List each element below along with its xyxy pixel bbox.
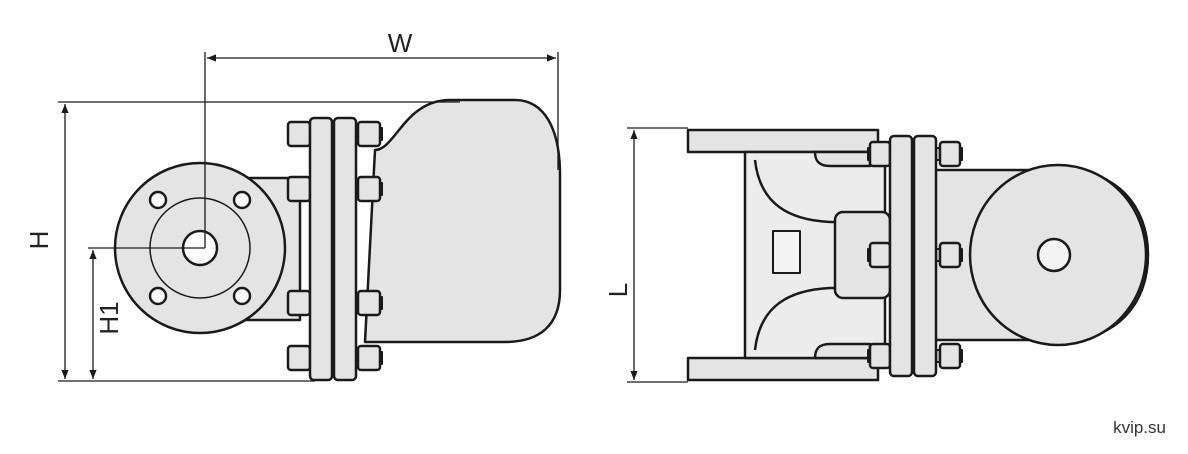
bolt-nut bbox=[938, 342, 962, 370]
bolt-nut bbox=[286, 120, 312, 148]
bolt-nut bbox=[356, 289, 382, 317]
bolt-nut bbox=[286, 344, 312, 372]
bolt-nut bbox=[356, 120, 382, 148]
bolt-nut bbox=[286, 289, 312, 317]
nameplate bbox=[772, 230, 801, 274]
bolt-nut bbox=[356, 175, 382, 203]
bolt-nut bbox=[286, 175, 312, 203]
body-saddle-lower bbox=[753, 286, 885, 351]
dimension-label-h1: H1 bbox=[94, 301, 124, 334]
dimension-lines bbox=[58, 52, 688, 383]
flange-bolt-hole bbox=[148, 190, 168, 210]
bolt-nut bbox=[938, 241, 962, 269]
cover-flange-plate bbox=[888, 134, 914, 378]
flange-bolt-hole bbox=[232, 286, 252, 306]
bolt-nut bbox=[938, 140, 962, 168]
cover-flange-plate bbox=[332, 116, 358, 382]
end-flange-bottom bbox=[686, 356, 880, 382]
watermark: kvip.su bbox=[1113, 418, 1166, 437]
bolt-nut bbox=[868, 241, 892, 269]
flange-bolt-hole bbox=[232, 190, 252, 210]
bolt-nut bbox=[868, 140, 892, 168]
bolt-nut bbox=[356, 344, 382, 372]
bolt-nut bbox=[868, 342, 892, 370]
plan-view bbox=[686, 128, 1150, 382]
cover-flange-plate bbox=[912, 134, 938, 378]
float-center-plug bbox=[1036, 237, 1072, 273]
dimension-label-w: W bbox=[388, 28, 413, 58]
side-view bbox=[113, 98, 562, 382]
float-chamber-body bbox=[363, 98, 562, 344]
body-lug bbox=[813, 342, 872, 360]
cover-flange-plate bbox=[308, 116, 334, 382]
body-saddle-upper bbox=[753, 159, 885, 224]
end-flange-top bbox=[686, 128, 880, 154]
dimension-label-h: H bbox=[24, 231, 54, 250]
flange-bolt-hole bbox=[148, 286, 168, 306]
dimension-label-l: L bbox=[603, 283, 633, 297]
body-lug bbox=[813, 150, 872, 168]
